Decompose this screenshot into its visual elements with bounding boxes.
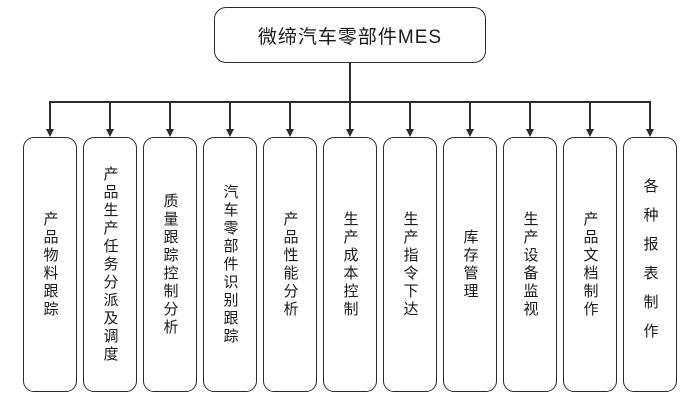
node-quality-tracking-control-analysis: 质量跟踪控制分析: [143, 137, 197, 392]
child-nodes-row: 产品物料跟踪 产品生产任务分派及调度 质量跟踪控制分析 汽车零部件识别跟踪 产品…: [23, 137, 677, 392]
connector-drop-line: [49, 101, 51, 130]
arrow-down-icon: [406, 129, 414, 137]
node-product-documentation-creation: 产品文档制作: [563, 137, 617, 392]
node-label: 产品文档制作: [581, 210, 599, 319]
root-node-mes: 微缔汽车零部件MES: [214, 7, 486, 63]
node-production-order-issuing: 生产指令下达: [383, 137, 437, 392]
arrow-down-icon: [226, 129, 234, 137]
arrow-down-icon: [526, 129, 534, 137]
connector-drop-line: [529, 101, 531, 130]
connector-drop-line: [169, 101, 171, 130]
node-production-equipment-monitoring: 生产设备监视: [503, 137, 557, 392]
node-production-task-dispatch-scheduling: 产品生产任务分派及调度: [83, 137, 137, 392]
node-label: 各种报表制作: [641, 177, 659, 352]
arrow-down-icon: [166, 129, 174, 137]
arrow-down-icon: [106, 129, 114, 137]
arrow-down-icon: [46, 129, 54, 137]
connector-drop-line: [409, 101, 411, 130]
node-auto-parts-identification-tracking: 汽车零部件识别跟踪: [203, 137, 257, 392]
arrow-down-icon: [586, 129, 594, 137]
arrow-down-icon: [286, 129, 294, 137]
connector-drop-line: [589, 101, 591, 130]
connector-drop-line: [289, 101, 291, 130]
node-label: 产品物料跟踪: [41, 210, 59, 319]
arrow-down-icon: [466, 129, 474, 137]
connector-drop-line: [349, 101, 351, 130]
connector-drop-line: [469, 101, 471, 130]
node-inventory-management: 库存管理: [443, 137, 497, 392]
node-label: 质量跟踪控制分析: [161, 192, 179, 337]
connector-drop-line: [229, 101, 231, 130]
node-label: 产品性能分析: [281, 210, 299, 319]
node-product-material-tracking: 产品物料跟踪: [23, 137, 77, 392]
node-label: 生产成本控制: [341, 210, 359, 319]
root-node-label: 微缔汽车零部件MES: [257, 26, 443, 48]
node-various-reports-creation: 各种报表制作: [623, 137, 677, 392]
node-label: 产品生产任务分派及调度: [101, 165, 119, 364]
arrow-down-icon: [346, 129, 354, 137]
node-production-cost-control: 生产成本控制: [323, 137, 377, 392]
node-label: 生产设备监视: [521, 210, 539, 319]
node-label: 汽车零部件识别跟踪: [221, 183, 239, 346]
connector-drop-line: [649, 101, 651, 130]
arrow-down-icon: [646, 129, 654, 137]
connector-root-stem: [349, 63, 351, 102]
connector-drop-line: [109, 101, 111, 130]
node-label: 生产指令下达: [401, 210, 419, 319]
node-label: 库存管理: [461, 228, 479, 301]
node-product-performance-analysis: 产品性能分析: [263, 137, 317, 392]
